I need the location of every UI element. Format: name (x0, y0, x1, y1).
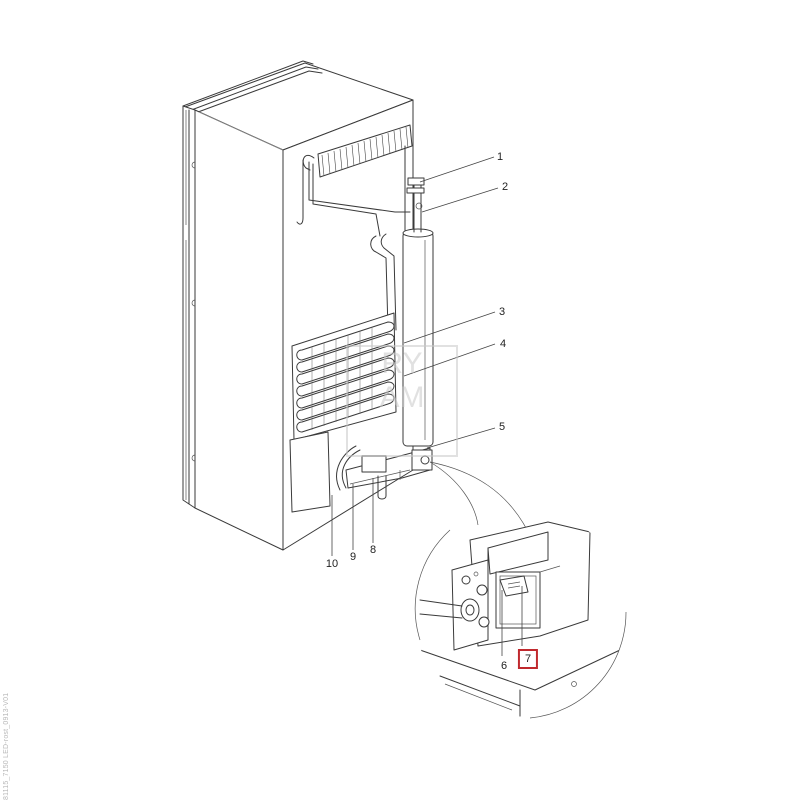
leader-lines (331, 156, 499, 556)
burner-housing (289, 431, 433, 513)
detail-connector (429, 461, 533, 541)
coil-condenser (291, 312, 397, 441)
fin-condenser (296, 124, 413, 241)
watermark: RY AM (346, 345, 458, 457)
callout-9[interactable]: 9 (349, 551, 357, 563)
document-id: 81115_7150 LED-rost_0913-V01 (3, 692, 10, 800)
callout-2[interactable]: 2 (501, 181, 509, 193)
watermark-text-top: RY (381, 347, 423, 380)
callout-1[interactable]: 1 (496, 151, 504, 163)
callout-3[interactable]: 3 (498, 306, 506, 318)
callout-5[interactable]: 5 (498, 421, 506, 433)
fridge-cabinet (182, 60, 414, 551)
callout-10[interactable]: 10 (325, 558, 339, 570)
detail-view (414, 521, 627, 719)
watermark-text-bottom: AM (379, 381, 425, 414)
callout-6[interactable]: 6 (500, 660, 508, 672)
callout-8[interactable]: 8 (369, 544, 377, 556)
callout-7-highlighted[interactable]: 7 (517, 649, 539, 669)
callout-4[interactable]: 4 (499, 338, 507, 350)
boiler-column (370, 177, 434, 447)
